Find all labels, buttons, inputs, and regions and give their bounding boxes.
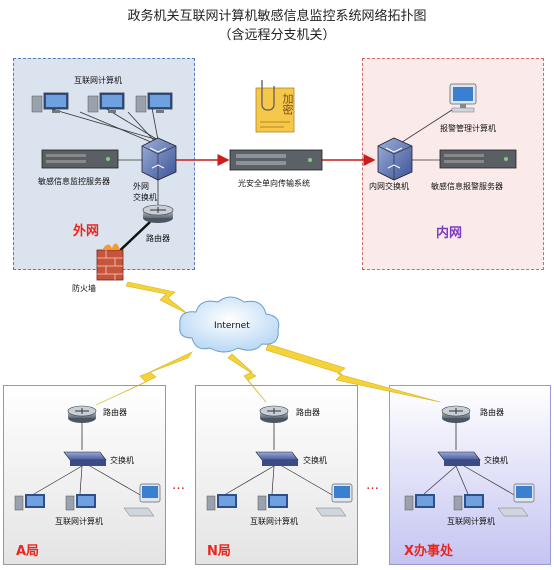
branch-a-computers-label: 互联网计算机 (55, 517, 103, 526)
branch-x-computers-label: 互联网计算机 (447, 517, 495, 526)
ellipsis-left: … (172, 478, 185, 493)
outer-switch-label-1: 外网 (133, 182, 149, 191)
alarm-server-icon (439, 149, 517, 169)
encrypted-document-icon (255, 80, 295, 133)
lightning-cloud-n (227, 353, 267, 403)
branch-n-router-label: 路由器 (296, 408, 320, 417)
internet-label: Internet (214, 321, 250, 331)
outer-switch-label-2: 交换机 (133, 193, 157, 202)
branch-n-switch-label: 交换机 (303, 456, 327, 465)
transfer-system-device-icon (229, 149, 323, 171)
inner-switch-icon (377, 137, 413, 181)
monitor-server-icon (41, 149, 119, 169)
monitor-server-label: 敏感信息监控服务器 (38, 177, 110, 186)
branch-a-name: A局 (16, 544, 40, 559)
inner-zone-label: 内网 (436, 226, 463, 241)
computer-icon (31, 92, 69, 113)
outer-router-icon (142, 204, 174, 223)
transfer-system-label: 光安全单向传输系统 (238, 179, 310, 188)
branch-x-router-label: 路由器 (480, 408, 504, 417)
branch-a-switch-label: 交换机 (110, 456, 134, 465)
page-title: 政务机关互联网计算机敏感信息监控系统网络拓扑图 (127, 9, 427, 24)
branch-x-devices (404, 405, 535, 517)
ellipsis-right: … (366, 478, 379, 493)
internet-cloud-icon (179, 296, 280, 353)
outer-zone-label: 外网 (73, 224, 100, 239)
branch-a-devices (14, 405, 161, 517)
alarm-server-label: 敏感信息报警服务器 (431, 182, 503, 191)
lightning-cloud-a (95, 351, 193, 406)
outer-network-links (47, 107, 159, 205)
inner-network-links (395, 107, 456, 161)
alarm-pc-icon (449, 83, 477, 113)
branch-x-name: X办事处 (404, 544, 454, 559)
page-subtitle: （含远程分支机关） (218, 28, 336, 43)
inner-switch-label: 内网交换机 (369, 182, 409, 191)
outer-computers-label: 互联网计算机 (74, 76, 122, 85)
firewall-label: 防火墙 (72, 284, 96, 293)
encrypted-badge: 加密 (281, 93, 294, 115)
branch-n-computers-label: 互联网计算机 (250, 517, 298, 526)
firewall-icon (96, 243, 124, 281)
lightning-cloud-x (265, 343, 441, 403)
alarm-pc-label: 报警管理计算机 (440, 124, 496, 133)
branch-n-name: N局 (207, 544, 231, 559)
computer-icon (87, 92, 125, 113)
outer-router-label: 路由器 (146, 234, 170, 243)
outer-switch-icon (141, 137, 177, 181)
lightning-firewall-cloud (125, 281, 189, 315)
lightning-links (95, 281, 441, 406)
computer-icon (135, 92, 173, 113)
branch-x-switch-label: 交换机 (484, 456, 508, 465)
branch-n-devices (206, 405, 353, 517)
branch-a-router-label: 路由器 (103, 408, 127, 417)
